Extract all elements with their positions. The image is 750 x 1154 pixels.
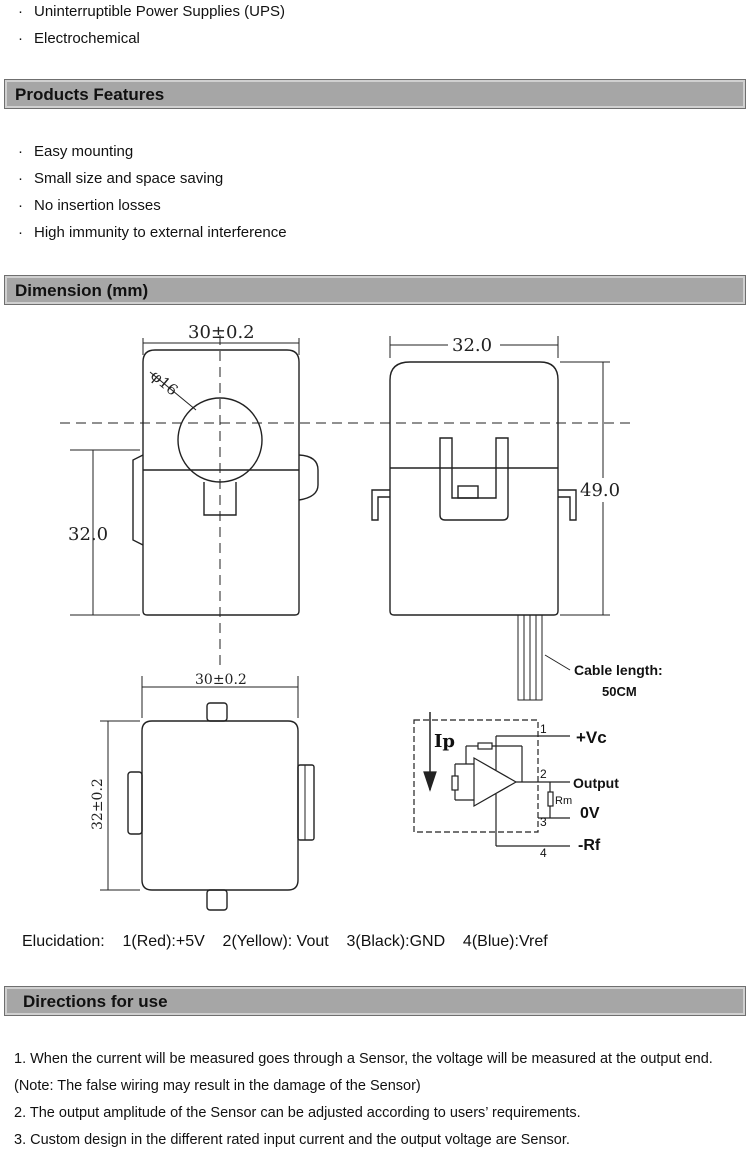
side-clip-frame (439, 437, 509, 521)
bottom-left-latch (127, 771, 143, 835)
cable-leader (544, 654, 571, 671)
pin-2-number: 2 (540, 767, 547, 781)
bottom-top-tab (206, 702, 228, 722)
side-right-latch (558, 489, 577, 521)
list-item-label: Easy mounting (34, 143, 134, 160)
list-item: ·Easy mounting (18, 143, 134, 160)
circuit-diagram: Ip 1 +Vc 2 Output Rm 0V 3 4 -Rf (413, 712, 619, 860)
list-item-label: Uninterruptible Power Supplies (UPS) (34, 3, 285, 20)
front-clip-tab (203, 482, 237, 516)
directions-list: 1. When the current will be measured goe… (14, 1046, 744, 1154)
elucidation-line: Elucidation: 1(Red):+5V 2(Yellow): Vout … (22, 933, 548, 950)
features-heading: Products Features (15, 85, 165, 104)
list-item: ·No insertion losses (18, 197, 161, 214)
front-body-outline (142, 349, 300, 616)
current-label: Ip (434, 731, 455, 752)
pin-1-number: 1 (540, 722, 547, 736)
cable-length-label: Cable length: (574, 662, 663, 678)
current-arrow-head (423, 771, 437, 792)
feedback-resistor (477, 742, 493, 750)
features-list: ·Easy mounting ·Small size and space sav… (18, 138, 287, 246)
front-right-latch (298, 454, 319, 501)
list-item-label: High immunity to external interference (34, 224, 287, 241)
dimension-section-header: Dimension (mm) (4, 275, 746, 305)
input-resistor (451, 775, 459, 791)
list-item: ·Uninterruptible Power Supplies (UPS) (18, 3, 285, 20)
bottom-view: 30±0.2 32±0.2 (90, 672, 315, 911)
pin-3-number: 3 (540, 815, 547, 829)
dimension-heading: Dimension (mm) (15, 281, 149, 300)
directions-section-header: Directions for use (4, 986, 746, 1016)
features-section-header: Products Features (4, 79, 746, 109)
pin-1-label: +Vc (576, 728, 607, 747)
list-item: 2. The output amplitude of the Sensor ca… (14, 1105, 581, 1121)
side-view: Cable length: 50CM 32.0 49.0 (371, 335, 663, 701)
bottom-bottom-tab (206, 889, 228, 911)
front-left-latch (132, 454, 144, 546)
cable-length-value: 50CM (602, 684, 637, 699)
front-width-label: 30±0.2 (188, 322, 255, 343)
applications-list: ·Uninterruptible Power Supplies (UPS) ·E… (18, 0, 285, 52)
dimension-drawing: 30±0.2 φ16 32.0 Cable length: 50CM 32.0 … (60, 322, 663, 911)
list-item: ·High immunity to external interference (18, 224, 287, 241)
rm-resistor (547, 791, 554, 807)
side-clip-window (457, 485, 479, 499)
list-item: 3. Custom design in the different rated … (14, 1132, 570, 1148)
directions-heading: Directions for use (23, 992, 168, 1011)
side-height-label: 49.0 (580, 480, 620, 501)
list-item-label: No insertion losses (34, 197, 161, 214)
bottom-width-label: 30±0.2 (195, 672, 247, 688)
list-item: ·Electrochemical (18, 30, 140, 47)
rm-label: Rm (555, 795, 572, 807)
list-item-label: Small size and space saving (34, 170, 224, 187)
bottom-height-label: 32±0.2 (90, 778, 106, 830)
front-hole-circle (177, 397, 263, 483)
side-width-label: 32.0 (452, 335, 492, 356)
front-view: 30±0.2 φ16 32.0 (68, 322, 319, 616)
list-item-label: Electrochemical (34, 30, 140, 47)
bottom-right-latch (297, 764, 315, 841)
list-item: 1. When the current will be measured goe… (14, 1051, 713, 1094)
pin-4-number: 4 (540, 846, 547, 860)
list-item: ·Small size and space saving (18, 170, 224, 187)
side-body-outline (389, 361, 559, 616)
diameter-leader (149, 371, 197, 411)
front-height-label: 32.0 (68, 524, 108, 545)
op-amp (473, 756, 518, 808)
zero-volt-label: 0V (580, 805, 600, 822)
pin-4-label: -Rf (578, 837, 601, 854)
circuit-boundary (413, 719, 539, 833)
bottom-body-outline (141, 720, 299, 891)
side-left-latch (371, 489, 390, 521)
pin-2-label: Output (573, 775, 619, 791)
